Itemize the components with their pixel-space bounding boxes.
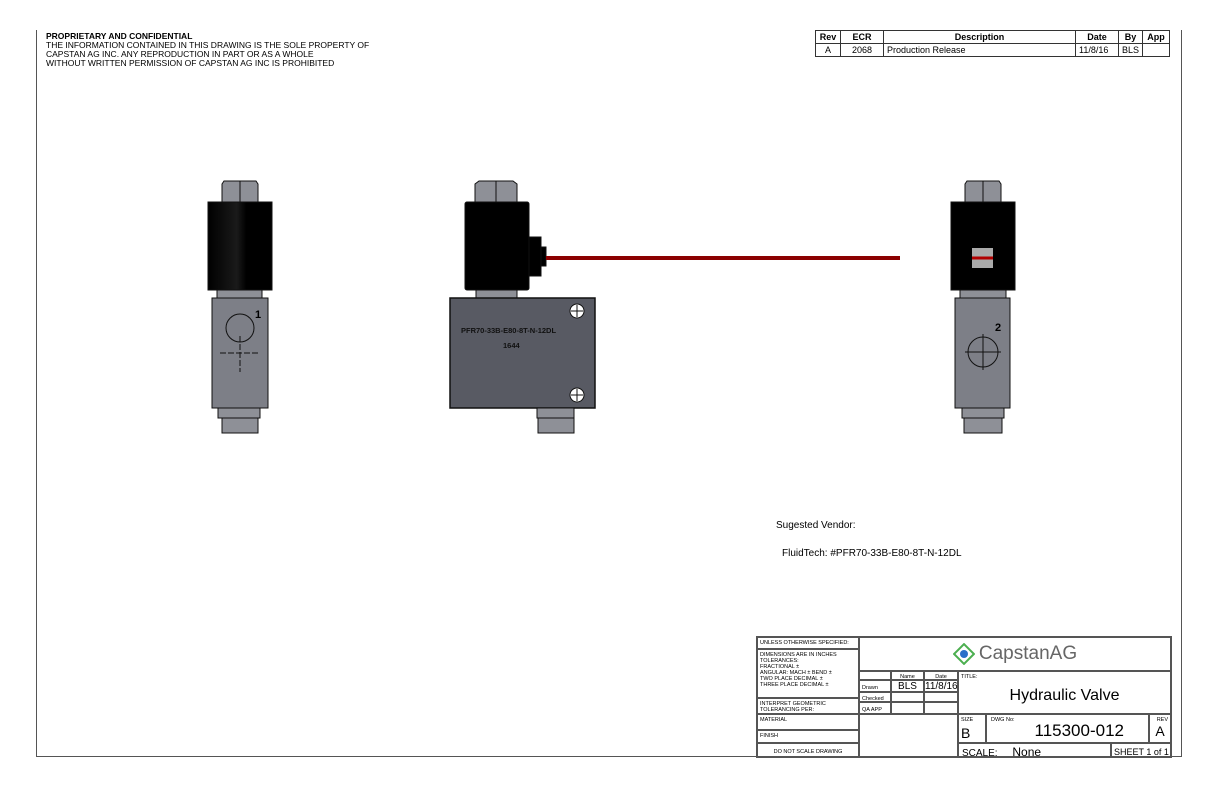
drawing-title: Hydraulic Valve — [1009, 687, 1120, 704]
drawing-border — [36, 30, 1182, 757]
drawn-date: 11/8/16 — [924, 680, 958, 692]
checked-label: Checked — [859, 692, 891, 702]
date-cell: 11/8/16 — [1074, 43, 1119, 57]
two-place-tol: TWO PLACE DECIMAL ± — [760, 676, 823, 682]
valve-front-view — [449, 180, 900, 434]
part-code: 1644 — [503, 341, 521, 350]
fractional-tol: FRACTIONAL ± — [760, 664, 800, 670]
title-box: TITLE: Hydraulic Valve — [958, 671, 1171, 714]
material-label: MATERIAL — [757, 714, 859, 730]
logo-text: CapstanAG — [978, 643, 1078, 664]
qa-label: QA APP — [859, 702, 891, 714]
table-row: A 2068 Production Release 11/8/16 BLS — [815, 43, 1170, 57]
description-cell: Production Release — [883, 43, 1076, 57]
title-block: UNLESS OTHERWISE SPECIFIED: DIMENSIONS A… — [756, 636, 1172, 759]
view-label-1: 1 — [255, 309, 261, 321]
finish-label: FINISH — [757, 730, 859, 743]
dimensions-note: DIMENSIONS ARE IN INCHES — [760, 652, 837, 658]
interpret-label: INTERPRET GEOMETRIC — [760, 701, 826, 707]
qa-date — [924, 702, 958, 714]
dwg-box: DWG No: 115300-012 — [986, 714, 1149, 743]
capstan-logo-icon — [952, 643, 975, 665]
notice-line: WITHOUT WRITTEN PERMISSION OF CAPSTAN AG… — [46, 58, 335, 68]
tolerances-label: TOLERANCES: — [760, 658, 799, 664]
three-place-tol: THREE PLACE DECIMAL ± — [760, 682, 829, 688]
valve-side-view-left — [207, 180, 273, 434]
name-header: Name — [891, 671, 924, 680]
ecr-cell: 2068 — [840, 43, 884, 57]
by-cell: BLS — [1117, 43, 1144, 57]
revision-table: Rev ECR Description Date By App A 2068 P… — [815, 30, 1170, 57]
notice-heading: PROPRIETARY AND CONFIDENTIAL — [46, 31, 193, 41]
unless-specified: UNLESS OTHERWISE SPECIFIED: — [757, 637, 859, 649]
scale-label: SCALE: — [962, 748, 998, 759]
part-marking: PFR70-33B-E80-8T-N-12DL — [461, 326, 556, 335]
rev-value: A — [1155, 723, 1165, 739]
angular-tol: ANGULAR: MACH ± BEND ± — [760, 670, 832, 676]
scale-box: SCALE: None — [958, 743, 1111, 759]
tolerances-box: DIMENSIONS ARE IN INCHES TOLERANCES: FRA… — [757, 649, 859, 698]
size-box: SIZE B — [958, 714, 986, 743]
view-label-2: 2 — [995, 322, 1001, 334]
rev-label: REV — [1156, 717, 1168, 723]
wire — [546, 256, 900, 260]
app-cell — [1142, 43, 1170, 57]
size-value: B — [961, 725, 971, 741]
scale-value: None — [1012, 745, 1042, 759]
blank-cell — [859, 714, 958, 757]
vendor-label: Sugested Vendor: — [776, 520, 856, 531]
drawn-name: BLS — [891, 680, 924, 692]
title-label: TITLE: — [961, 674, 978, 680]
dwg-label: DWG No: — [991, 717, 1015, 723]
do-not-scale: DO NOT SCALE DRAWING — [757, 743, 859, 757]
checked-date — [924, 692, 958, 702]
checked-name — [891, 692, 924, 702]
rev-box: REV A — [1149, 714, 1171, 743]
dwg-number: 115300-012 — [1034, 721, 1125, 740]
confidentiality-notice: PROPRIETARY AND CONFIDENTIAL THE INFORMA… — [46, 32, 369, 68]
logo: CapstanAG — [859, 637, 1171, 671]
qa-name — [891, 702, 924, 714]
sheet-number: SHEET 1 of 1 — [1111, 743, 1171, 757]
valve-side-view-right — [950, 180, 1016, 434]
date-header: Date — [924, 671, 958, 680]
notice-line: CAPSTAN AG INC. ANY REPRODUCTION IN PART… — [46, 49, 314, 59]
vendor-value: FluidTech: #PFR70-33B-E80-8T-N-12DL — [782, 548, 962, 559]
drawn-label: Drawn — [859, 680, 891, 692]
size-label: SIZE — [961, 717, 974, 723]
interpret-box: INTERPRET GEOMETRIC TOLERANCING PER: — [757, 698, 859, 714]
notice-line: THE INFORMATION CONTAINED IN THIS DRAWIN… — [46, 40, 370, 50]
tolerancing-label: TOLERANCING PER: — [760, 707, 814, 713]
blank-cell — [859, 671, 891, 680]
